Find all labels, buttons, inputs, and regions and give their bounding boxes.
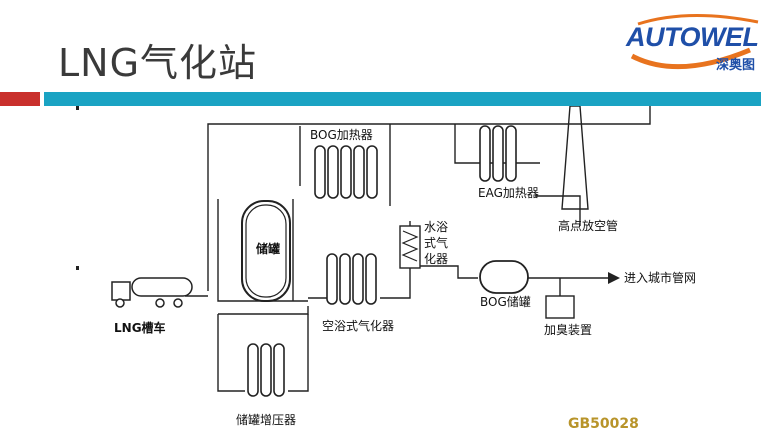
air-vaporizer-unit [326,253,377,305]
label-source: GB50028 [568,416,639,429]
pipe-pressurizer-left [217,314,245,392]
label-water-bath-3: 化器 [424,252,448,266]
logo-subtitle: 深奥图 [716,58,756,73]
pipe-waterbath-out [410,265,478,279]
label-bog-tank: BOG储罐 [480,294,531,309]
logo-wordmark: AUTOWEL [626,22,759,52]
bog-tank [479,260,529,294]
pipe-tank-frame-left [217,199,308,302]
eag-heater-unit [479,125,517,182]
header-accent-teal [44,92,761,106]
arrow-to-city [608,272,620,284]
water-bath-vaporizer [399,225,421,269]
lng-process-diagram: BOG加热器 EAG加热器 高点放空管 储罐 水浴 式气 化器 进入城市管网 B… [60,105,700,433]
odorizer-box [545,295,575,319]
label-bog-heater: BOG加热器 [310,128,373,142]
label-lng-truck: LNG槽车 [114,320,166,335]
label-water-bath-2: 式气 [424,235,448,250]
pipe-top-loop [207,106,651,291]
label-vent-stack: 高点放空管 [558,218,618,233]
company-logo: AUTOWEL 深奥图 [618,10,761,80]
label-to-city: 进入城市管网 [624,270,696,285]
autowell-swoosh-logo [630,14,759,70]
pipe-pressurizer-right [288,314,309,392]
bullet-marker [76,106,79,110]
slide-title: LNG气化站 [58,41,258,85]
label-tank: 储罐 [256,241,280,256]
label-pressurizer: 储罐增压器 [236,412,296,427]
process-flow-svg: BOG加热器 EAG加热器 高点放空管 储罐 水浴 式气 化器 进入城市管网 B… [111,105,696,432]
pipe-tank-bottom [218,306,309,315]
label-water-bath-1: 水浴 [424,220,448,234]
bog-heater-unit [314,145,378,199]
label-eag-heater: EAG加热器 [478,186,539,200]
storage-tank [241,200,291,302]
pressurizer-unit [247,343,285,397]
label-odorizer: 加臭装置 [544,322,592,337]
label-air-vaporizer: 空浴式气化器 [322,318,394,333]
bullet-marker [76,266,79,270]
lng-truck [111,277,193,308]
vent-stack [561,105,589,210]
pipe-eag-out [535,195,581,226]
header-accent-red [0,92,40,106]
